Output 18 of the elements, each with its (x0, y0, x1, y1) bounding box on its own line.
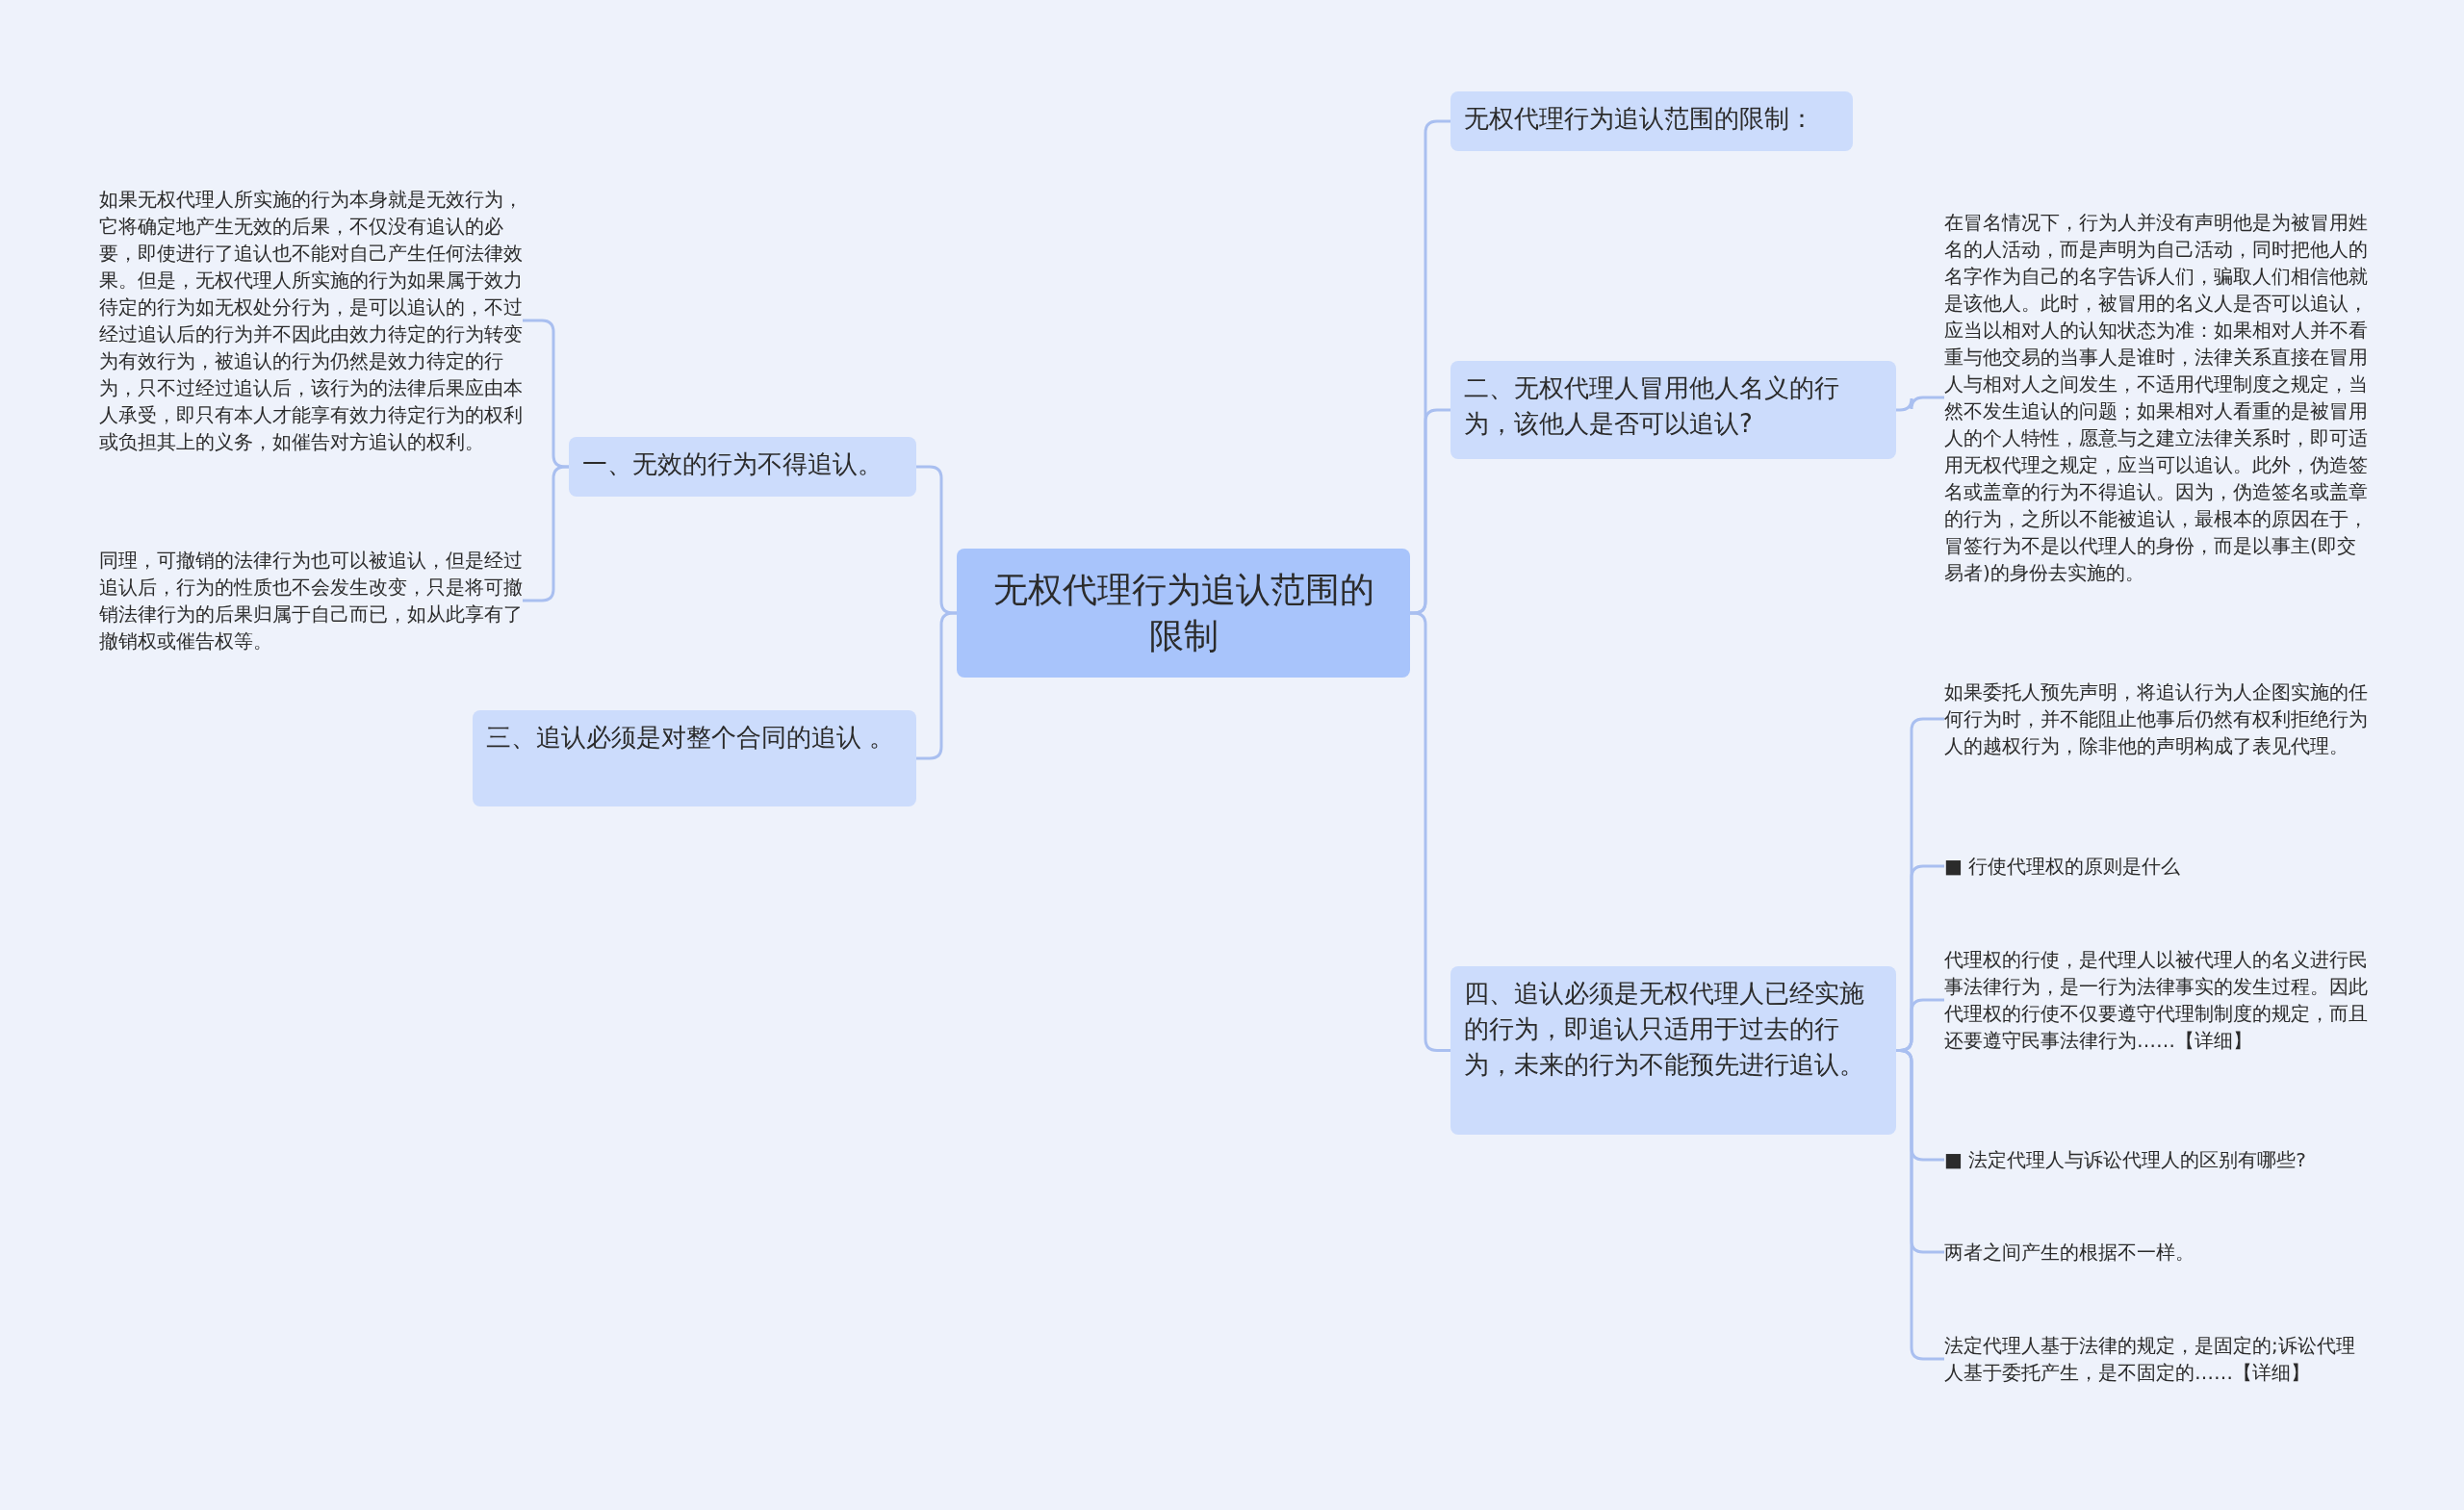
topic-box: 二、无权代理人冒用他人名义的行为，该他人是否可以追认? (1450, 361, 1896, 459)
connector-line (1410, 611, 1450, 1052)
note-text: 法定代理人基于法律的规定，是固定的;诉讼代理人基于委托产生，是不固定的……【详细】 (1944, 1332, 2368, 1386)
topic-box: 无权代理行为追认范围的限制： (1450, 91, 1853, 151)
note-text: 代理权的行使，是代理人以被代理人的名义进行民事法律行为，是一行为法律事实的发生过程。因此代理权的行使不仅要遵守代理制制度的规定，而且还要遵守民事法律行为……【详细】 (1944, 946, 2368, 1054)
note-text: ■ 法定代理人与诉讼代理人的区别有哪些? (1944, 1146, 2368, 1173)
note-text: 同理，可撤销的法律行为也可以被追认，但是经过追认后，行为的性质也不会发生改变，只是将可撤销法律行为的后果归属于自己而已，如从此享有了撤销权或催告权等。 (99, 547, 523, 654)
note-text: ■ 行使代理权的原则是什么 (1944, 853, 2368, 880)
note-text: 在冒名情况下，行为人并没有声明他是为被冒用姓名的人活动，而是声明为自己活动，同时把他人的名字作为自己的名字告诉人们，骗取人们相信他就是该他人。此时，被冒用的名义人是否可以追认，应当以相对人的认知状态为准：如果相对人并不看重与他交易的当事人是谁时，法律关系直接在冒用人与相对人之间发生，不适用代理制度之规定，当然不发生追认的问题；如果相对人看重的是被冒用人的个人特性，愿意与之建立法律关系时，即可适用无权代理之规定，应当可以追认。此外，伪造签名或盖章的行为不得追认。因为，伪造签名或盖章的行为，之所以不能被追认，最根本的原因在于，冒签行为不是以代理人的身份，而是以事主(即交易者)的身份去实施的。 (1944, 209, 2368, 586)
note-text: 如果无权代理人所实施的行为本身就是无效行为，它将确定地产生无效的后果，不仅没有追认的必要，即使进行了追认也不能对自己产生任何法律效果。但是，无权代理人所实施的行为如果属于效力待定的行为如无权处分行为，是可以追认的，不过经过追认后的行为并不因此由效力待定的行为转变为有效行为，被追认的行为仍然是效力待定的行为，只不过经过追认后，该行为的法律后果应由本人承受，即只有本人才能享有效力待定行为的权利或负担其上的义务，如催告对方追认的权利。 (99, 186, 523, 455)
central-topic: 无权代理行为追认范围的限制 (957, 549, 1410, 678)
topic-box: 四、追认必须是无权代理人已经实施的行为，即追认只适用于过去的行为，未来的行为不能预先进行追认。 (1450, 966, 1896, 1135)
note-text: 两者之间产生的根据不一样。 (1944, 1239, 2368, 1266)
topic-box: 三、追认必须是对整个合同的追认 。 (473, 710, 916, 806)
connector-line (1896, 396, 1944, 412)
connector-line (916, 611, 957, 760)
topic-box: 一、无效的行为不得追认。 (569, 437, 916, 497)
note-text: 如果委托人预先声明，将追认行为人企图实施的任何行为时，并不能阻止他事后仍然有权利拒绝行为人的越权行为，除非他的声明构成了表见代理。 (1944, 678, 2368, 759)
